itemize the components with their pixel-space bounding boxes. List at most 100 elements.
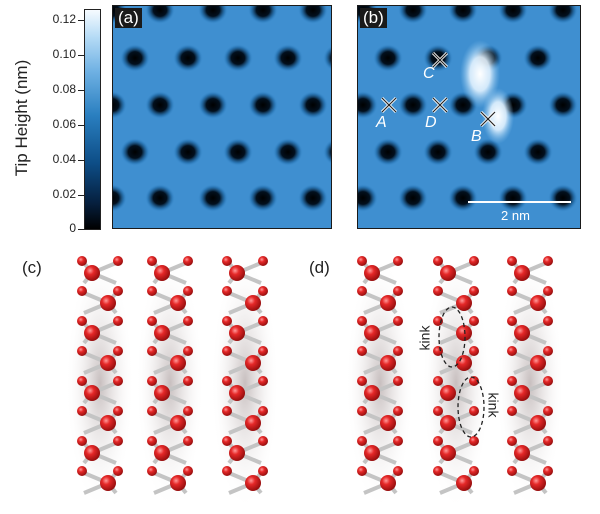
large-atom	[380, 355, 396, 371]
large-atom	[514, 445, 530, 461]
large-atom	[380, 415, 396, 431]
small-atom	[183, 286, 193, 296]
small-atom	[222, 256, 232, 266]
small-atom	[507, 316, 517, 326]
large-atom	[456, 325, 472, 341]
small-atom	[469, 256, 479, 266]
large-atom	[245, 475, 261, 491]
small-atom	[77, 406, 87, 416]
point-label-a: A	[376, 114, 387, 131]
colorbar-tick-mark	[78, 20, 84, 21]
small-atom	[258, 316, 268, 326]
small-atom	[507, 466, 517, 476]
small-atom	[147, 406, 157, 416]
small-atom	[113, 256, 123, 266]
large-atom	[245, 415, 261, 431]
atomic-models	[66, 255, 564, 511]
lattice-hole	[223, 138, 253, 166]
large-atom	[170, 355, 186, 371]
small-atom	[433, 436, 443, 446]
small-atom	[113, 406, 123, 416]
lattice-hole	[373, 138, 403, 166]
atom-chain	[422, 255, 490, 511]
lattice-hole	[173, 44, 203, 72]
lattice-hole	[323, 45, 331, 71]
small-atom	[77, 376, 87, 386]
small-atom	[147, 436, 157, 446]
lattice-hole	[248, 91, 278, 119]
small-atom	[393, 376, 403, 386]
bright-defect	[460, 40, 500, 108]
lattice-hole	[113, 91, 127, 119]
small-atom	[77, 316, 87, 326]
colorbar-tick: 0	[69, 221, 76, 235]
small-atom	[222, 376, 232, 386]
panel-label-c: (c)	[22, 258, 42, 277]
small-atom	[433, 286, 443, 296]
large-atom	[440, 415, 456, 431]
lattice-hole	[145, 6, 175, 24]
small-atom	[357, 406, 367, 416]
small-atom	[258, 346, 268, 356]
colorbar-tick: 0.10	[52, 47, 76, 61]
small-atom	[433, 406, 443, 416]
large-atom	[364, 265, 380, 281]
small-atom	[543, 346, 553, 356]
stm-lattice-a	[113, 6, 331, 228]
lattice-hole	[523, 44, 553, 72]
small-atom	[113, 376, 123, 386]
colorbar-tick: 0.12	[52, 12, 76, 26]
small-atom	[222, 346, 232, 356]
lattice-hole	[120, 138, 150, 166]
colorbar-tick-mark	[78, 195, 84, 196]
lattice-hole	[298, 184, 328, 212]
small-atom	[258, 436, 268, 446]
small-atom	[183, 316, 193, 326]
small-atom	[507, 346, 517, 356]
lattice-hole	[448, 184, 478, 212]
small-atom	[469, 406, 479, 416]
large-atom	[514, 385, 530, 401]
small-atom	[222, 436, 232, 446]
large-atom	[229, 445, 245, 461]
stm-image-b: (b) C A D B 2 nm	[357, 5, 581, 229]
lattice-hole	[548, 91, 578, 119]
large-atom	[154, 325, 170, 341]
large-atom	[84, 445, 100, 461]
small-atom	[222, 286, 232, 296]
large-atom	[530, 415, 546, 431]
lattice-hole	[448, 6, 478, 24]
small-atom	[543, 286, 553, 296]
atom-chain	[496, 255, 564, 511]
small-atom	[77, 436, 87, 446]
large-atom	[229, 385, 245, 401]
lattice-hole	[120, 44, 150, 72]
small-atom	[147, 286, 157, 296]
large-atom	[380, 295, 396, 311]
large-atom	[100, 415, 116, 431]
small-atom	[543, 436, 553, 446]
colorbar-tick-mark	[78, 125, 84, 126]
large-atom	[154, 385, 170, 401]
small-atom	[507, 436, 517, 446]
small-atom	[393, 256, 403, 266]
colorbar-tick-mark	[78, 55, 84, 56]
lattice-hole	[548, 6, 578, 24]
atom-chain	[136, 255, 204, 511]
large-atom	[229, 265, 245, 281]
point-label-b: B	[471, 128, 482, 145]
small-atom	[469, 376, 479, 386]
small-atom	[77, 346, 87, 356]
kink-label: kink	[485, 392, 502, 418]
large-atom	[530, 295, 546, 311]
large-atom	[245, 295, 261, 311]
small-atom	[113, 346, 123, 356]
lattice-hole	[298, 6, 328, 24]
large-atom	[440, 385, 456, 401]
lattice-hole	[398, 184, 428, 212]
lattice-hole	[223, 44, 253, 72]
small-atom	[543, 256, 553, 266]
colorbar-tick-mark	[78, 160, 84, 161]
small-atom	[393, 286, 403, 296]
colorbar-tick: 0.06	[52, 117, 76, 131]
